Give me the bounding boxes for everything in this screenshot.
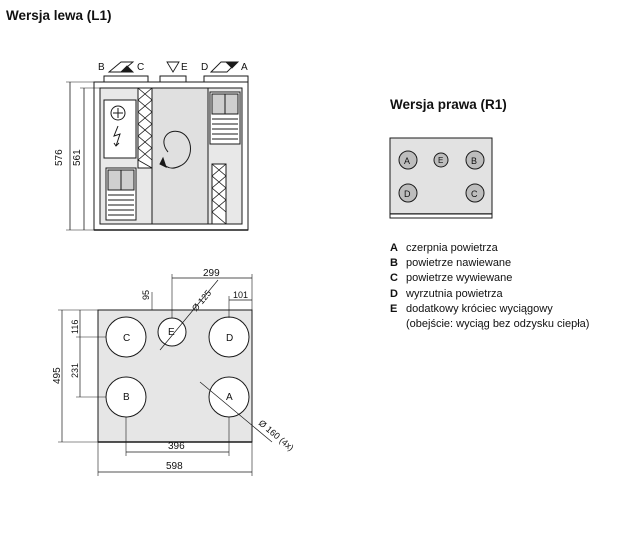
top-port-label-e: E [181,62,188,73]
right-version-title: Wersja prawa (R1) [390,97,507,112]
dim-576-label: 576 [54,149,65,166]
legend-key: B [390,257,398,270]
dim-231-label: 231 [70,363,80,378]
legend-item-c: C powietrze wywiewane [390,271,589,286]
bottom-view: C E D B A 299 95 Ø 125 101 116 231 [52,268,296,476]
left-version-title: Wersja lewa (L1) [6,8,112,23]
heater-panel [103,99,137,159]
legend-text: dodatkowy króciec wyciągowy [406,302,553,315]
dim-299-label: 299 [203,268,220,279]
dim-495-label: 495 [52,367,63,384]
legend-item-e: E dodatkowy króciec wyciągowy [390,302,589,317]
dim-561-label: 561 [72,149,83,166]
r1-port-d [398,183,418,203]
legend-item-d: D wyrzutnia powietrza [390,287,589,302]
stub-e [159,75,187,83]
r1-port-d-label: D [404,189,411,199]
r1-port-b-label: B [471,156,477,166]
legend-key [390,317,406,332]
arrow-e-icon [166,61,180,73]
legend-key: C [390,272,398,285]
arrow-a-icon [224,61,240,69]
dim-160-label: Ø 160 (4x) [257,418,296,453]
port-e-label: E [168,327,175,338]
dim-101-label: 101 [233,290,248,300]
legend-key: A [390,242,398,254]
port-b-label: B [123,392,130,403]
stub-bc [103,75,149,83]
top-view: B C E D A [54,61,249,231]
port-symbols-top: B C E D A [98,61,248,73]
r1-panel-outline [389,137,493,215]
r1-port-e [433,152,449,168]
heat-exchanger [151,87,209,225]
lightning-icon [113,125,121,147]
r1-port-e-label: E [438,156,443,165]
arrow-b-icon [119,65,135,73]
port-symbol-b-icon [107,61,135,73]
dim-598-label: 598 [166,461,183,472]
top-port-label-d: D [201,62,208,73]
heater-plus-icon [110,105,126,121]
legend-text: (obejście: wyciąg bez odzysku ciepła) [406,318,590,331]
dim-396-label: 396 [168,441,185,452]
legend-text: czerpnia powietrza [406,242,498,254]
legend-item-e-note: (obejście: wyciąg bez odzysku ciepła) [390,317,589,332]
legend-item-a: A czerpnia powietrza [390,241,589,256]
port-d-label: D [226,333,233,344]
dim-160-leader [199,381,273,443]
r1-port-a [398,150,418,170]
top-port-label-b: B [98,62,105,73]
r1-port-c-label: C [471,189,478,199]
dim-95-label: 95 [141,290,151,300]
r1-port-a-label: A [404,156,410,166]
r1-port-c [465,183,485,203]
legend-key: D [390,287,398,300]
legend-text: powietrze nawiewane [406,257,512,270]
legend-text: wyrzutnia powietrza [406,287,503,300]
port-a-label: A [226,392,233,403]
stub-da [203,75,249,83]
right-version-panel: A E B D C [389,137,493,219]
dim-116-label: 116 [70,320,80,334]
top-port-label-c: C [137,62,144,73]
filter-left-top [137,87,153,169]
port-c-label: C [123,333,130,344]
legend-item-b: B powietrze nawiewane [390,256,589,271]
dim-125-leader [159,279,219,351]
port-legend: A czerpnia powietrza B powietrze nawiewa… [390,241,589,332]
legend-key: E [390,302,398,315]
top-port-label-a: A [241,62,248,73]
r1-port-b [465,150,485,170]
legend-text: powietrze wywiewane [406,272,513,285]
rotor-arrow-icon [161,130,191,169]
